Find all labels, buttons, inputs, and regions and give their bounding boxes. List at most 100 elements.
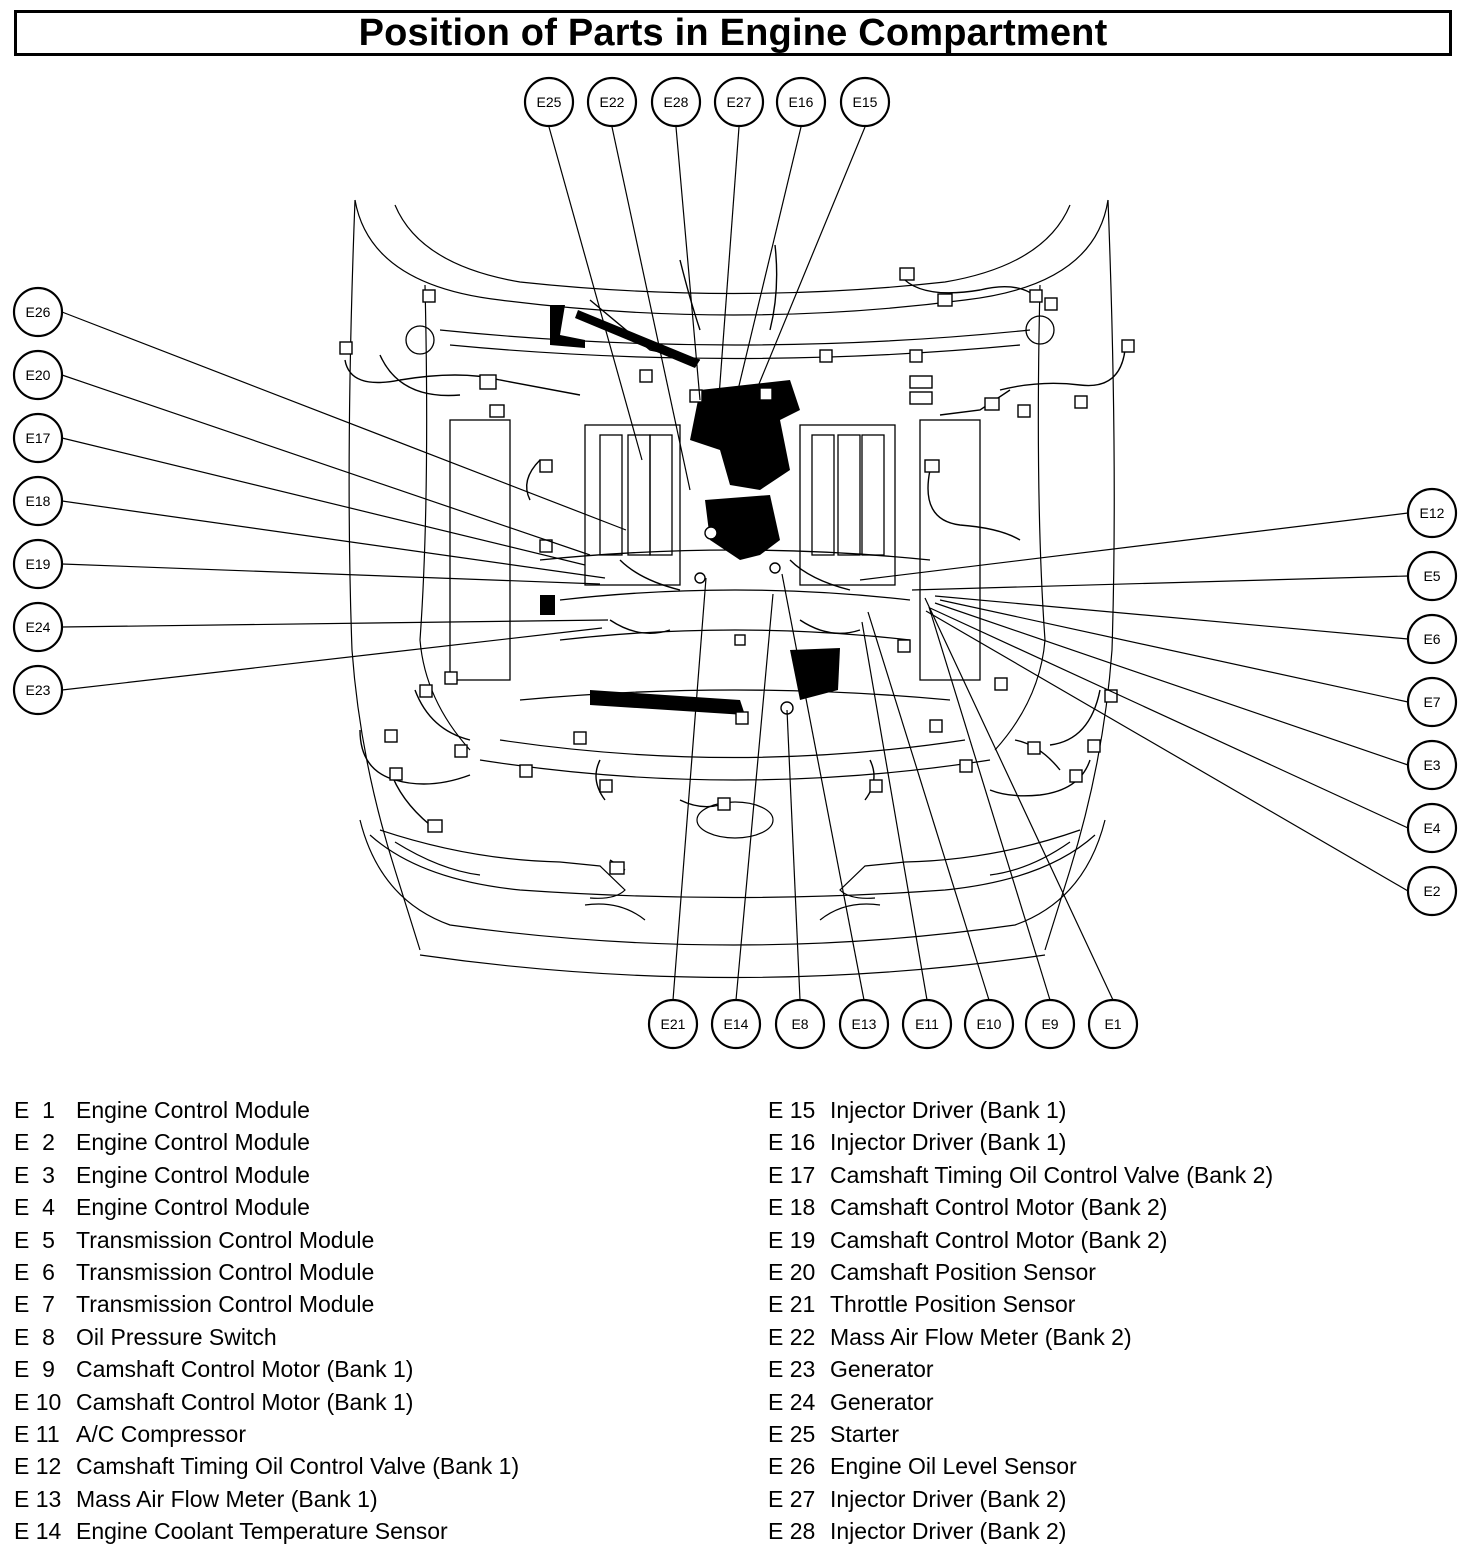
svg-text:E8: E8 [791,1016,808,1032]
svg-text:E28: E28 [664,94,689,110]
svg-text:E12: E12 [1420,505,1445,521]
legend-item: E 4 Engine Control Module [14,1191,519,1223]
legend-item: E 7 Transmission Control Module [14,1288,519,1320]
legend-code: E 14 [14,1518,62,1545]
legend-code: E 15 [768,1097,816,1123]
svg-text:E9: E9 [1041,1016,1058,1032]
svg-text:E22: E22 [600,94,625,110]
legend-code: E 2 [14,1129,55,1156]
svg-text:E26: E26 [26,304,51,320]
leader-e25 [548,126,643,461]
leader-e13 [781,573,865,1001]
callouts: E25 E22 E28 E27 E16 E15 E26 E20 E17 E18 … [12,76,1458,1050]
page-title: Position of Parts in Engine Compartment [358,11,1108,54]
leader-e6 [934,595,1409,640]
legend-code: E 7 [14,1291,55,1318]
callout-e2: E2 [1406,865,1458,917]
legend-name: Starter [830,1421,900,1448]
callout-e9: E9 [1024,998,1076,1050]
svg-text:E11: E11 [915,1016,939,1032]
callout-e16: E16 [775,76,827,128]
legend-name: Transmission Control Module [76,1291,375,1318]
leader-e20 [61,374,591,556]
legend-name: Engine Control Module [76,1129,310,1156]
leader-e24 [61,619,609,628]
svg-text:E10: E10 [977,1016,1002,1032]
legend-code: E 13 [14,1485,62,1512]
legend-code: E 18 [768,1194,816,1221]
leader-e2 [925,610,1409,892]
leader-e26 [61,311,627,531]
legend-code: E 21 [768,1291,816,1318]
leader-lines [61,126,1409,1001]
leader-e8 [786,709,801,1001]
legend-name: Camshaft Timing Oil Control Valve (Bank … [830,1161,1274,1188]
legend-code: E 23 [768,1356,816,1383]
callout-e24: E24 [12,601,64,653]
legend-code: E 26 [768,1453,816,1480]
legend-name: Engine Control Module [76,1194,310,1221]
callout-e15: E15 [839,76,891,128]
leader-e5 [911,575,1409,591]
callout-e25: E25 [523,76,575,128]
callout-e21: E21 [647,998,699,1050]
legend-item: E 17 Camshaft Timing Oil Control Valve (B… [768,1159,1273,1191]
legend-code: E 3 [14,1161,55,1188]
svg-text:E21: E21 [661,1016,686,1032]
legend-name: Camshaft Position Sensor [830,1259,1096,1286]
callout-e3: E3 [1406,739,1458,791]
legend-name: Camshaft Control Motor (Bank 2) [830,1194,1168,1221]
legend-name: Transmission Control Module [76,1226,375,1253]
legend-item: E 2 Engine Control Module [14,1126,519,1158]
legend-code: E 10 [14,1388,62,1415]
callout-e12: E12 [1406,487,1458,539]
leader-e3 [934,602,1409,766]
svg-text:E17: E17 [26,430,51,446]
legend-item: E 9 Camshaft Control Motor (Bank 1) [14,1353,519,1385]
svg-text:E16: E16 [789,94,814,110]
legend-name: Engine Oil Level Sensor [830,1453,1077,1480]
svg-text:E23: E23 [26,682,51,698]
legend-name: Engine Coolant Temperature Sensor [76,1518,448,1545]
leader-e15 [739,126,866,431]
leader-e18 [61,500,606,579]
legend-name: Generator [830,1356,934,1383]
legend-code: E 1 [14,1097,55,1123]
legend-name: Injector Driver (Bank 1) [830,1097,1067,1123]
legend-name: A/C Compressor [76,1421,246,1448]
legend-code: E 11 [14,1421,60,1448]
legend-code: E 4 [14,1194,55,1221]
title-box: Position of Parts in Engine Compartment [14,10,1452,56]
leader-e22 [611,126,691,491]
legend-code: E 19 [768,1226,816,1253]
leader-e4 [929,607,1409,829]
callout-e20: E20 [12,349,64,401]
callout-e4: E4 [1406,802,1458,854]
legend-code: E 6 [14,1259,55,1286]
legend-name: Throttle Position Sensor [830,1291,1076,1318]
harness-dark-sections [540,305,840,715]
legend-code: E 9 [14,1356,55,1383]
legend-code: E 22 [768,1323,816,1350]
legend-name: Camshaft Control Motor (Bank 1) [76,1356,414,1383]
legend-code: E 17 [768,1161,816,1188]
callout-e11: E11 [901,998,953,1050]
engine-compartment-diagram: E25 E22 E28 E27 E16 E15 E26 E20 E17 E18 … [12,76,1458,1050]
leader-e10 [867,611,990,1001]
leader-e7 [939,599,1409,703]
svg-text:E25: E25 [537,94,562,110]
callout-e10: E10 [963,998,1015,1050]
leader-e28 [675,126,701,401]
svg-text:E19: E19 [26,556,51,572]
callout-e23: E23 [12,664,64,716]
svg-text:E7: E7 [1423,694,1440,710]
